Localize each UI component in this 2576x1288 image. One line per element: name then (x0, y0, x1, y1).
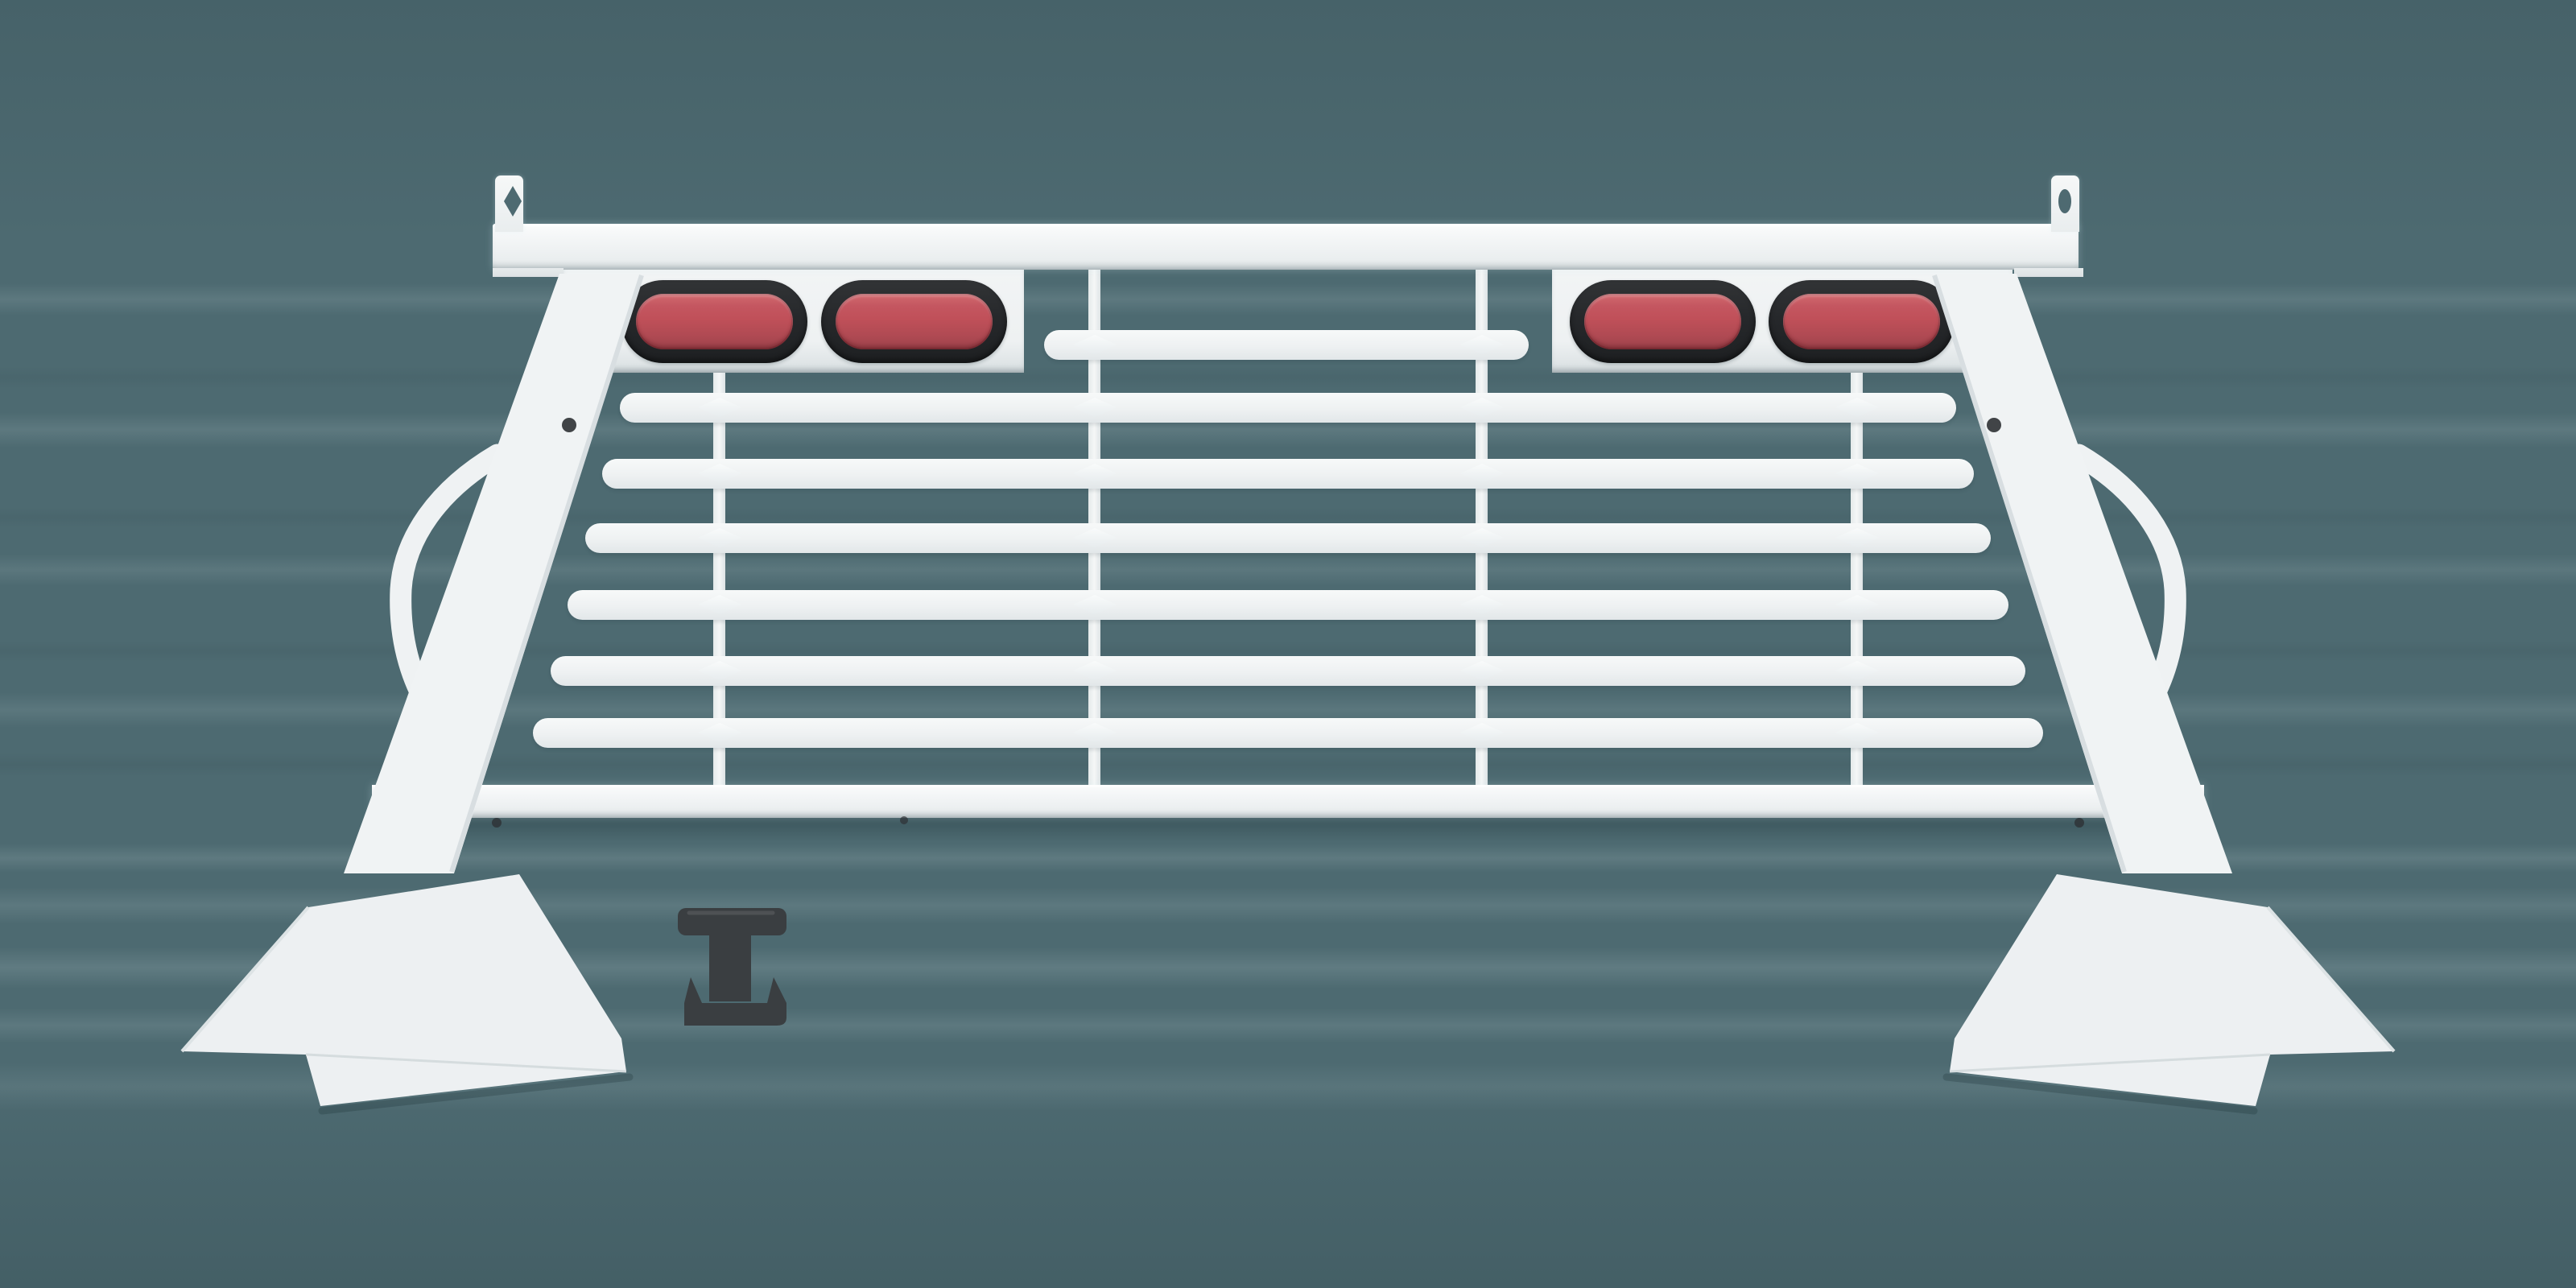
tail-light-red-lens (1584, 294, 1741, 349)
background-band (0, 554, 2576, 586)
background-band (0, 947, 2576, 989)
background-band (0, 1008, 2576, 1043)
mount-tab-left (495, 175, 523, 232)
background-band (0, 844, 2576, 873)
mount-tab-right (2051, 175, 2079, 232)
louver-slat-center-short (1044, 330, 1529, 360)
louver-slat-row-2 (602, 459, 1974, 489)
tail-light-red-lens (836, 294, 993, 349)
louver-slat-row-6 (533, 718, 2043, 748)
background-band (0, 1079, 2576, 1288)
top-rail-end-step (2014, 268, 2083, 277)
background-band (0, 1063, 2576, 1111)
background-band (0, 366, 2576, 389)
background-band (0, 283, 2576, 316)
background-band (0, 753, 2576, 777)
background-band (0, 887, 2576, 924)
background-band (0, 0, 2576, 242)
tail-light-red-lens (1783, 294, 1940, 349)
louver-slat-row-1 (620, 393, 1956, 423)
louver-slat-row-5 (551, 656, 2025, 686)
top-rail-end-step (493, 268, 564, 277)
tail-light-red-lens (636, 294, 793, 349)
top-rail (493, 224, 2079, 270)
louver-slat-row-4 (568, 590, 2008, 620)
bottom-rail (372, 785, 2204, 818)
bottom-rail-shadow (372, 818, 2204, 842)
louver-slat-row-3 (585, 523, 1991, 553)
